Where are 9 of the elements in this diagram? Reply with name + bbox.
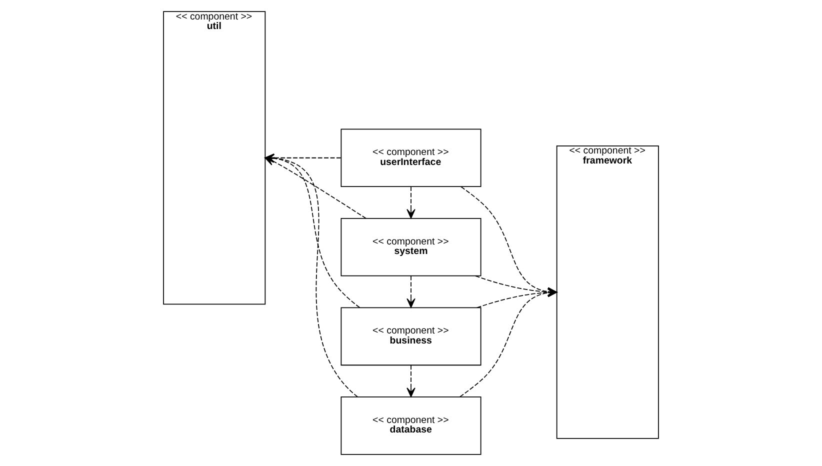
node-box: << component >> userInterface: [340, 128, 482, 188]
node-box: << component >> system: [340, 218, 482, 276]
node-box: << component >> util: [163, 11, 266, 305]
arrow: [406, 275, 416, 308]
arrow: [406, 186, 416, 219]
arrow: [406, 364, 416, 398]
node-box: << component >> framework: [556, 146, 659, 439]
node-box: << component >> database: [340, 396, 482, 455]
node-box: << component >> business: [340, 307, 482, 366]
